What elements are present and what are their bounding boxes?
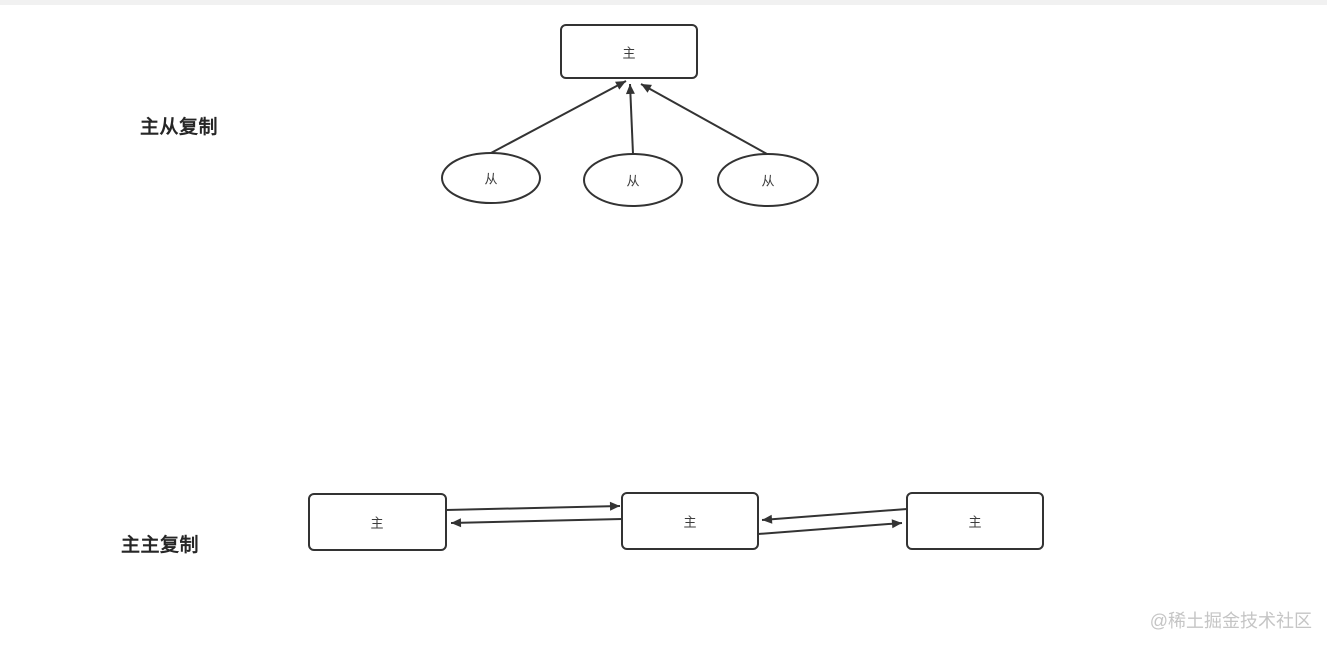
master-node-box: [560, 24, 698, 79]
arrow-master2-to-master1: [450, 518, 623, 528]
slave-node-3-label: 从: [761, 174, 774, 189]
arrow-slave1-to-master: [490, 80, 627, 154]
arrow-slave3-to-master: [640, 83, 768, 155]
slave-node-2-label: 从: [626, 174, 639, 189]
master-master-section-title: 主主复制: [121, 535, 200, 556]
arrow-master1-to-master2: [445, 501, 621, 511]
slave-node-3: [717, 153, 819, 207]
juejin-watermark: @稀土掘金技术社区: [1149, 611, 1312, 631]
master-master-node-3: [906, 492, 1044, 550]
top-divider: [0, 0, 1327, 5]
arrow-master2-to-master3: [757, 519, 903, 535]
slave-node-2: [583, 153, 683, 207]
slave-node-1-label: 从: [484, 172, 497, 187]
master-master-node-2-label: 主: [683, 515, 696, 530]
arrow-slave2-to-master: [625, 83, 635, 155]
master-master-node-2: [621, 492, 759, 550]
master-master-diagram: 主 主 主: [308, 492, 1044, 551]
slave-node-1: [441, 152, 541, 204]
master-slave-diagram: 主 从 从 从: [441, 24, 819, 207]
master-master-node-3-label: 主: [968, 515, 981, 530]
master-node-label: 主: [622, 46, 635, 61]
master-master-node-1-label: 主: [370, 516, 383, 531]
master-slave-section-title: 主从复制: [140, 117, 219, 138]
master-master-node-1: [308, 493, 447, 551]
arrow-master3-to-master2: [761, 508, 908, 524]
